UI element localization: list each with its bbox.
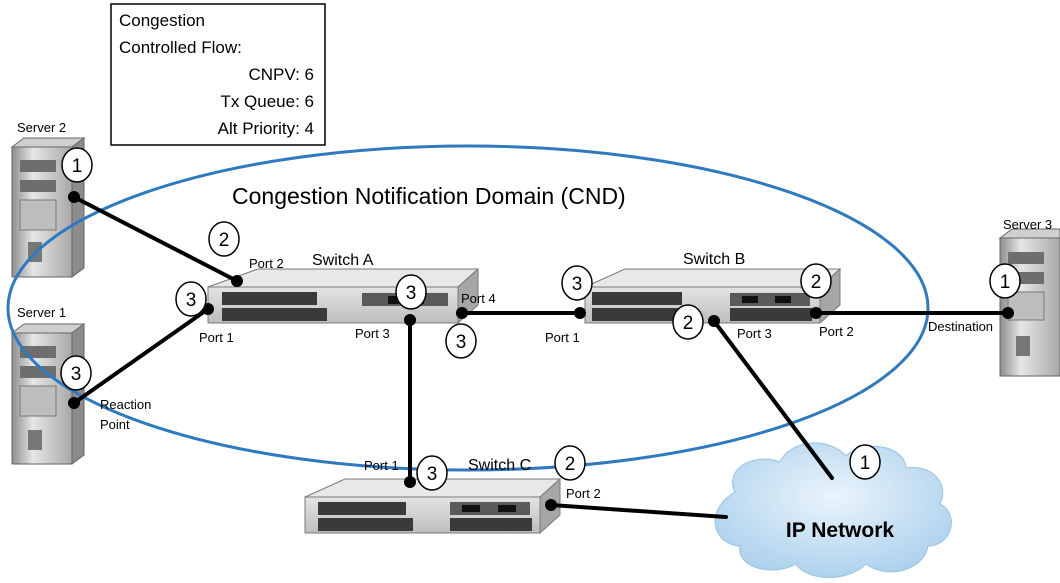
- marker-server2: 1: [61, 147, 93, 183]
- links: [72, 195, 1010, 519]
- marker-switch-c-port1: 3: [416, 455, 448, 491]
- switch-b-port1-label: Port 1: [545, 330, 580, 345]
- switch-a-port2-label: Port 2: [249, 256, 284, 271]
- legend-line-2: Controlled Flow:: [119, 38, 242, 57]
- link-switchc-ipnetwork: [549, 503, 728, 519]
- cnd-title: Congestion Notification Domain (CND): [232, 183, 626, 209]
- port-dot-b-port1: [574, 307, 586, 319]
- marker-switch-a-port2: 2: [208, 221, 240, 257]
- cnd-boundary: [6, 144, 930, 472]
- marker-switch-b-port1: 3: [561, 265, 593, 301]
- server-1: [10, 323, 86, 465]
- priority-markers: 1 2 3 3 3 3 3 2 2 1 3 2 1: [60, 147, 1021, 491]
- switch-a-label: Switch A: [312, 252, 374, 269]
- svg-text:3: 3: [406, 283, 417, 304]
- legend-line-1: Congestion: [119, 11, 205, 30]
- svg-text:3: 3: [572, 274, 583, 295]
- port-dot-c-port1: [404, 476, 416, 488]
- link-switchb-ipnetwork: [712, 319, 834, 480]
- port-dot-b-port3: [708, 315, 720, 327]
- marker-switch-b-top: 2: [800, 263, 832, 299]
- reaction-point-label-2: Point: [100, 417, 130, 432]
- legend-alt-priority: Alt Priority: 4: [218, 119, 314, 138]
- marker-switch-a-port3: 3: [395, 274, 427, 310]
- marker-server1: 3: [60, 355, 92, 391]
- svg-text:3: 3: [427, 464, 438, 485]
- port-dot-a-port2: [231, 275, 243, 287]
- port-dots: [68, 191, 1014, 511]
- server-2-label: Server 2: [17, 120, 66, 135]
- ip-network-cloud: IP Network: [714, 442, 952, 579]
- switch-b-label: Switch B: [683, 251, 745, 268]
- legend-cnpv: CNPV: 6: [248, 65, 314, 84]
- legend-box: Congestion Controlled Flow: CNPV: 6 Tx Q…: [110, 3, 326, 146]
- switch-a-port4-label: Port 4: [461, 291, 496, 306]
- destination-label: Destination: [928, 319, 993, 334]
- port-dot-b-port2: [810, 307, 822, 319]
- svg-text:1: 1: [860, 453, 871, 474]
- link-server1-switcha: [72, 307, 210, 405]
- svg-text:3: 3: [71, 364, 82, 385]
- marker-switch-a-port1: 3: [175, 281, 207, 317]
- svg-text:1: 1: [1000, 272, 1011, 293]
- server-3: [998, 228, 1060, 377]
- svg-text:2: 2: [811, 272, 822, 293]
- port-dot-c-port2: [545, 499, 557, 511]
- svg-text:2: 2: [565, 454, 576, 475]
- svg-text:1: 1: [72, 156, 83, 177]
- legend-tx-queue: Tx Queue: 6: [220, 92, 314, 111]
- port-dot-server1: [68, 397, 80, 409]
- reaction-point-label-1: Reaction: [100, 397, 151, 412]
- server-3-label: Server 3: [1003, 217, 1052, 232]
- switch-a-port3-label: Port 3: [355, 326, 390, 341]
- switch-c-port1-label: Port 1: [364, 458, 399, 473]
- link-server2-switcha: [72, 195, 239, 283]
- switch-a: [207, 267, 480, 325]
- marker-switch-a-port4: 3: [445, 323, 477, 359]
- marker-server3: 1: [989, 263, 1021, 299]
- marker-switch-b-port3: 2: [672, 304, 704, 340]
- svg-text:2: 2: [219, 230, 230, 251]
- switch-b-port2-label: Port 2: [819, 324, 854, 339]
- port-dot-a-port3: [404, 314, 416, 326]
- ip-network-label: IP Network: [786, 519, 894, 542]
- marker-switch-c-top: 2: [554, 445, 586, 481]
- switch-b-port3-label: Port 3: [737, 326, 772, 341]
- server-1-label: Server 1: [17, 305, 66, 320]
- port-dot-a-port4: [456, 307, 468, 319]
- svg-text:3: 3: [456, 332, 467, 353]
- switch-a-port1-label: Port 1: [199, 330, 234, 345]
- marker-ip-network: 1: [849, 444, 881, 480]
- labels: Server 2 Server 1 Server 3 Switch A Swit…: [17, 120, 1052, 501]
- svg-text:3: 3: [186, 290, 197, 311]
- switch-c-label: Switch C: [468, 457, 531, 474]
- svg-text:2: 2: [683, 313, 694, 334]
- port-dot-server2: [68, 191, 80, 203]
- switch-c-port2-label: Port 2: [566, 486, 601, 501]
- port-dot-server3: [1002, 307, 1014, 319]
